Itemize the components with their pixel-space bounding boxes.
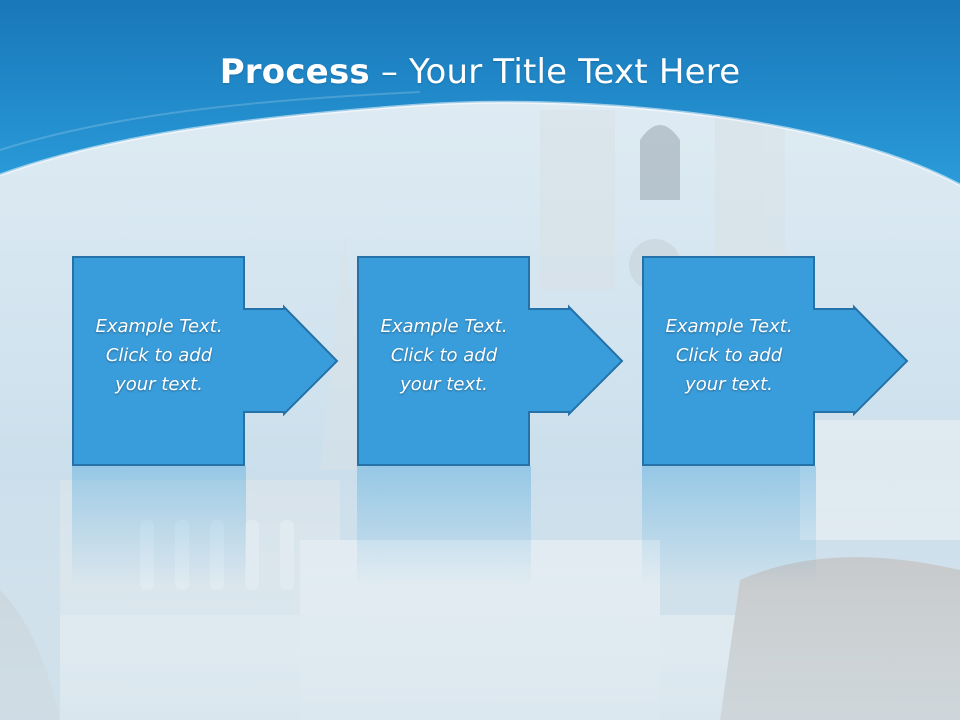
slide-title[interactable]: Process – Your Title Text Here	[0, 52, 960, 92]
arrow-shape-icon	[72, 256, 339, 466]
arrow-shape-icon	[357, 256, 624, 466]
step-text-line-1: Example Text.	[380, 316, 508, 337]
step-text-line-1: Example Text.	[95, 316, 223, 337]
step-reflection	[72, 466, 246, 586]
step-reflection	[357, 466, 531, 586]
step-text-line-3: your text.	[115, 374, 203, 395]
step-text-line-2: Click to add	[105, 345, 213, 366]
step-text[interactable]: Example Text. Click to add your text.	[357, 312, 531, 399]
step-text[interactable]: Example Text. Click to add your text.	[72, 312, 246, 399]
step-text-line-1: Example Text.	[665, 316, 793, 337]
step-reflection	[642, 466, 816, 586]
title-bold-text: Process	[219, 52, 370, 92]
step-text-line-3: your text.	[685, 374, 773, 395]
arrow-shape-icon	[642, 256, 909, 466]
title-rest-text: – Your Title Text Here	[369, 52, 741, 92]
header-wave	[0, 0, 960, 185]
step-text-line-2: Click to add	[390, 345, 498, 366]
step-text[interactable]: Example Text. Click to add your text.	[642, 312, 816, 399]
step-text-line-3: your text.	[400, 374, 488, 395]
step-text-line-2: Click to add	[675, 345, 783, 366]
